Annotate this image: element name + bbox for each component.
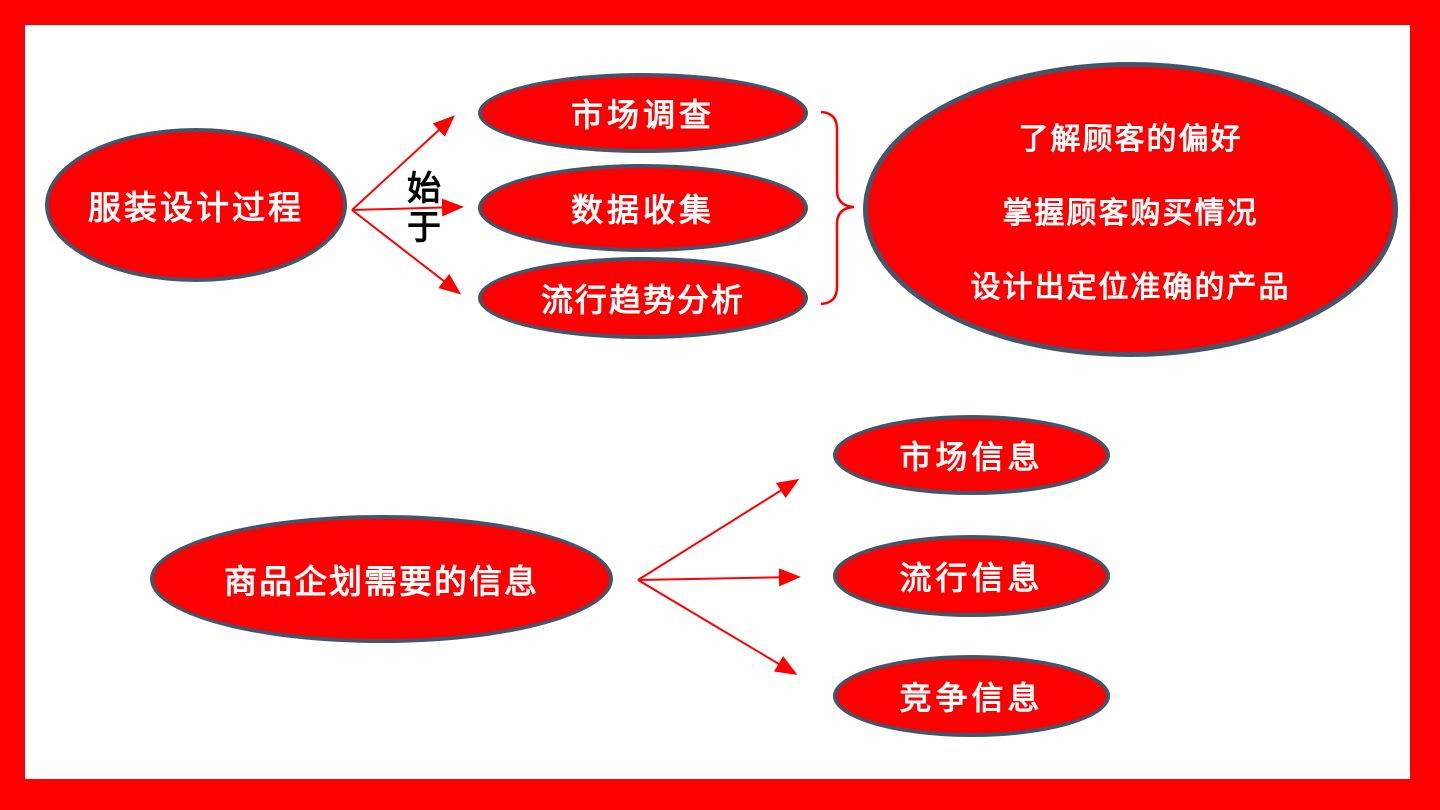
ellipse-design-process: 服装设计过程 xyxy=(45,128,347,282)
ellipse-market-survey: 市场调查 xyxy=(478,73,808,153)
design-process-label: 服装设计过程 xyxy=(88,188,304,227)
ellipse-trend-analysis: 流行趋势分析 xyxy=(478,257,808,339)
ellipse-planning-info: 商品企划需要的信息 xyxy=(150,515,613,643)
outcome-line-3: 设计出定位准确的产品 xyxy=(970,269,1291,305)
data-collection-label: 数据收集 xyxy=(570,191,715,229)
ellipse-data-collection: 数据收集 xyxy=(478,164,808,252)
trend-analysis-label: 流行趋势分析 xyxy=(540,281,745,319)
competition-info-label: 竞争信息 xyxy=(899,679,1044,717)
outcome-line-1: 了解顾客的偏好 xyxy=(1018,121,1243,157)
connector-label-begins-with: 始于 xyxy=(407,169,441,249)
ellipse-fashion-info: 流行信息 xyxy=(833,535,1110,617)
outcome-line-2: 掌握顾客购买情况 xyxy=(1002,195,1259,231)
market-survey-label: 市场调查 xyxy=(570,96,715,134)
market-info-label: 市场信息 xyxy=(899,438,1044,476)
ellipse-market-info: 市场信息 xyxy=(833,415,1110,495)
fashion-info-label: 流行信息 xyxy=(899,559,1044,597)
planning-info-label: 商品企划需要的信息 xyxy=(224,562,539,601)
ellipse-competition-info: 竞争信息 xyxy=(833,655,1110,737)
ellipse-outcome: 了解顾客的偏好 掌握顾客购买情况 设计出定位准确的产品 xyxy=(863,62,1398,357)
